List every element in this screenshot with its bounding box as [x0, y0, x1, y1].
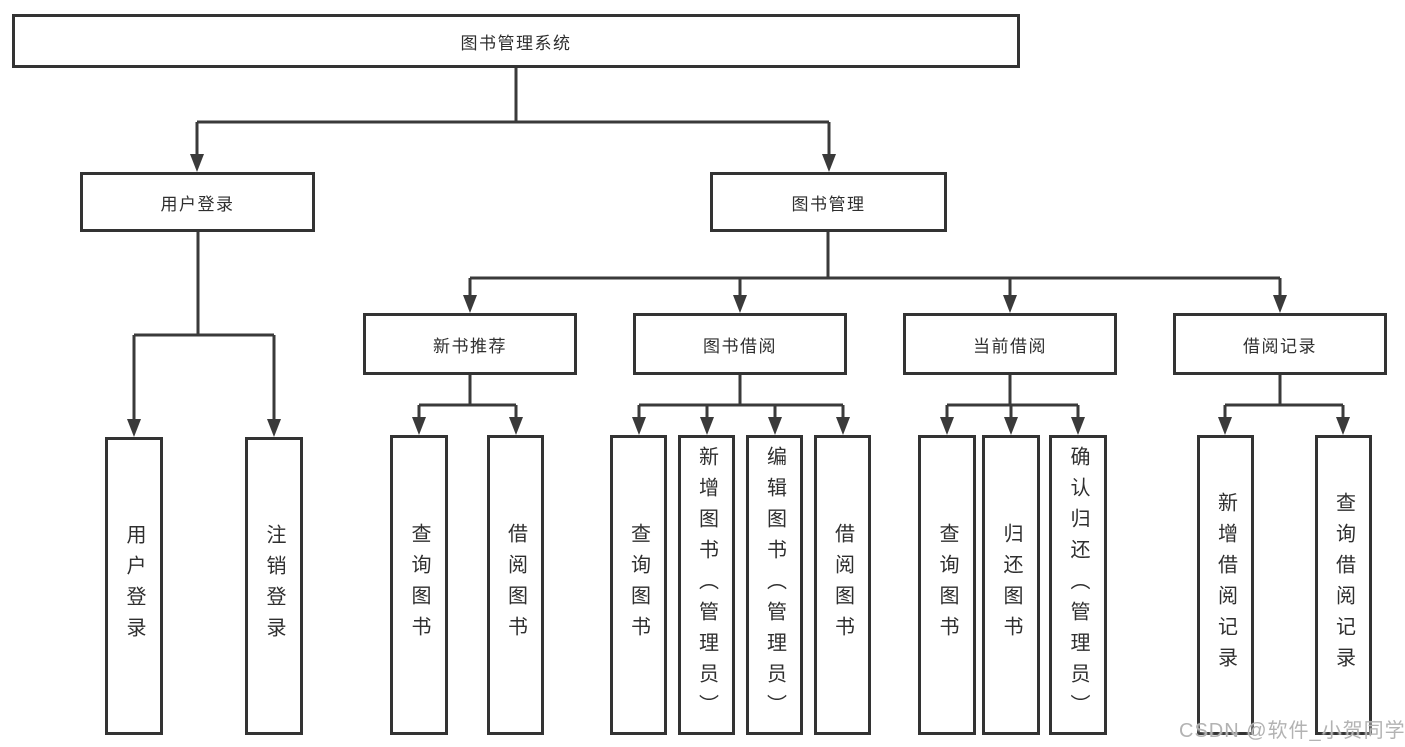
- node-label: 查询图书: [936, 523, 958, 647]
- node-user-login: 用户登录: [80, 172, 315, 232]
- leaf-logout: 注销登录: [245, 437, 303, 735]
- connector-records-to-leaves: [1218, 375, 1350, 435]
- node-label: 借阅图书: [504, 523, 527, 647]
- node-label: 用户登录: [160, 194, 235, 214]
- connector-bookborrow-to-leaves: [632, 375, 850, 435]
- leaf-user-login: 用户登录: [105, 437, 163, 735]
- leaf-records-add-record: 新增借阅记录: [1197, 435, 1254, 735]
- leaf-newrec-query-books: 查询图书: [390, 435, 448, 735]
- node-label: 注销登录: [263, 524, 285, 648]
- leaf-newrec-borrow-books: 借阅图书: [487, 435, 544, 735]
- node-label: 借阅记录: [1243, 336, 1317, 356]
- node-book-borrow: 图书借阅: [633, 313, 847, 375]
- leaf-current-query-books: 查询图书: [918, 435, 976, 735]
- node-label: 当前借阅: [973, 336, 1047, 356]
- node-label: 新书推荐: [433, 336, 507, 356]
- node-label: 借阅图书: [831, 523, 854, 647]
- leaf-borrow-borrow-books: 借阅图书: [814, 435, 871, 735]
- node-label: 查询借阅记录: [1332, 492, 1355, 678]
- watermark: CSDN @软件_小贺同学: [1179, 720, 1405, 742]
- node-label: 编辑图书︵管理员︶: [763, 445, 786, 725]
- leaf-borrow-edit-books-admin: 编辑图书︵管理员︶: [746, 435, 803, 735]
- node-new-book-recommend: 新书推荐: [363, 313, 577, 375]
- node-label: 查询图书: [627, 523, 650, 647]
- node-label: 查询图书: [408, 523, 430, 647]
- connector-bookmgmt-to-level3: [463, 232, 1287, 313]
- node-borrow-records: 借阅记录: [1173, 313, 1387, 375]
- leaf-borrow-add-books-admin: 新增图书︵管理员︶: [678, 435, 735, 735]
- node-label: 图书管理系统: [460, 33, 572, 53]
- leaf-current-return-books: 归还图书: [982, 435, 1040, 735]
- leaf-records-query-record: 查询借阅记录: [1315, 435, 1372, 735]
- node-current-borrow: 当前借阅: [903, 313, 1117, 375]
- node-root: 图书管理系统: [12, 14, 1020, 68]
- connector-newbook-to-leaves: [412, 375, 523, 435]
- connector-root-to-level2: [190, 68, 836, 172]
- node-label: 新增借阅记录: [1214, 492, 1237, 678]
- node-label: 归还图书: [1000, 523, 1022, 647]
- leaf-current-confirm-return-admin: 确认归还︵管理员︶: [1049, 435, 1107, 735]
- node-label: 新增图书︵管理员︶: [695, 445, 718, 725]
- node-label: 图书借阅: [703, 336, 777, 356]
- node-label: 图书管理: [791, 194, 866, 214]
- node-label: 确认归还︵管理员︶: [1067, 445, 1089, 725]
- leaf-borrow-query-books: 查询图书: [610, 435, 667, 735]
- node-label: 用户登录: [123, 524, 145, 648]
- node-book-management: 图书管理: [710, 172, 947, 232]
- connector-currentborrow-to-leaves: [940, 375, 1085, 435]
- connector-userlogin-to-leaves: [127, 232, 281, 437]
